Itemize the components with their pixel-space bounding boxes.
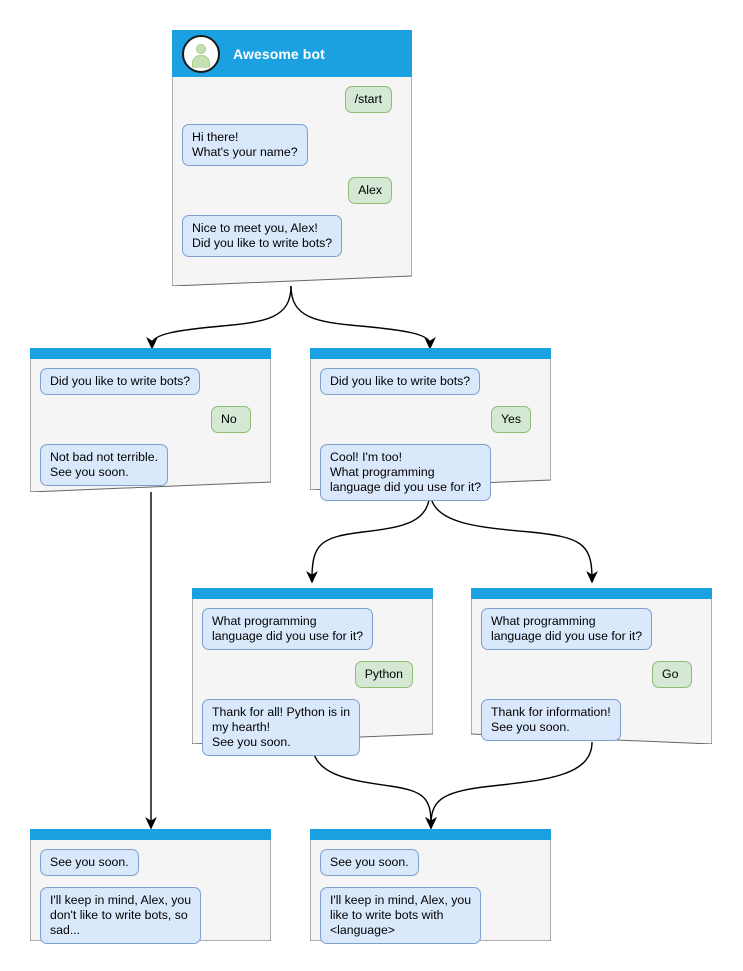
bot-bubble[interactable]: See you soon. — [320, 849, 419, 876]
bot-bubble[interactable]: Did you like to write bots? — [40, 368, 201, 395]
user-bubble[interactable]: /start — [344, 86, 392, 113]
bot-bubble[interactable]: Did you like to write bots? — [320, 368, 481, 395]
chat-area: What programming language did you use fo… — [471, 599, 712, 752]
chat-area: See you soon. I'll keep in mind, Alex, y… — [30, 840, 271, 955]
user-bubble[interactable]: No — [211, 406, 251, 433]
message-row: See you soon. — [320, 849, 541, 876]
chat-area: /start Hi there! What's your name? Alex … — [172, 77, 412, 268]
bot-bubble[interactable]: See you soon. — [40, 849, 139, 876]
message-row: Alex — [182, 177, 402, 204]
node-header-bar — [192, 588, 433, 599]
edge-start-to-no — [146, 285, 292, 350]
user-bubble[interactable]: Alex — [348, 177, 392, 204]
bot-bubble[interactable]: What programming language did you use fo… — [202, 608, 374, 650]
bot-bubble[interactable]: What programming language did you use fo… — [481, 608, 653, 650]
chat-node-answer-no[interactable]: Did you like to write bots? No Not bad n… — [30, 348, 271, 492]
bot-bubble[interactable]: Not bad not terrible. See you soon. — [40, 444, 169, 486]
chat-node-answer-yes[interactable]: Did you like to write bots? Yes Cool! I'… — [310, 348, 551, 501]
message-row: Cool! I'm too! What programming language… — [320, 444, 541, 501]
edge-go-to-end-happy — [425, 741, 593, 830]
bot-bubble[interactable]: Thank for all! Python is in my hearth! S… — [202, 699, 361, 756]
edge-start-to-yes — [290, 285, 436, 350]
message-row: Hi there! What's your name? — [182, 124, 402, 166]
bot-bubble[interactable]: Nice to meet you, Alex! Did you like to … — [182, 215, 343, 257]
node-header-bar — [30, 348, 271, 359]
chat-area: Did you like to write bots? Yes Cool! I'… — [310, 359, 551, 512]
chat-node-start[interactable]: Awesome bot /start Hi there! What's your… — [172, 30, 412, 286]
chat-node-end-sad[interactable]: See you soon. I'll keep in mind, Alex, y… — [30, 829, 271, 944]
user-avatar-icon — [182, 34, 220, 73]
node-header-bar — [471, 588, 712, 599]
user-bubble[interactable]: Go — [652, 661, 692, 688]
bot-bubble[interactable]: I'll keep in mind, Alex, you don't like … — [40, 887, 202, 944]
node-header-bar — [30, 829, 271, 840]
message-row: Thank for all! Python is in my hearth! S… — [202, 699, 423, 756]
message-row: Did you like to write bots? — [40, 368, 261, 395]
chat-area: Did you like to write bots? No Not bad n… — [30, 359, 271, 497]
bot-bubble[interactable]: I'll keep in mind, Alex, you like to wri… — [320, 887, 482, 944]
message-row: Thank for information! See you soon. — [481, 699, 702, 741]
node-header-bar — [310, 348, 551, 359]
bot-bubble[interactable]: Cool! I'm too! What programming language… — [320, 444, 492, 501]
message-row: /start — [182, 86, 402, 113]
node-header-bar — [310, 829, 551, 840]
message-row: I'll keep in mind, Alex, you like to wri… — [320, 887, 541, 944]
user-bubble[interactable]: Yes — [490, 406, 531, 433]
chat-node-lang-python[interactable]: What programming language did you use fo… — [192, 588, 433, 756]
message-row: Python — [202, 661, 423, 688]
node-header-bar: Awesome bot — [172, 30, 412, 77]
message-row: Not bad not terrible. See you soon. — [40, 444, 261, 486]
message-row: Nice to meet you, Alex! Did you like to … — [182, 215, 402, 257]
user-bubble[interactable]: Python — [354, 661, 413, 688]
message-row: Go — [481, 661, 702, 688]
message-row: Yes — [320, 406, 541, 433]
bot-bubble[interactable]: Hi there! What's your name? — [182, 124, 308, 166]
message-row: Did you like to write bots? — [320, 368, 541, 395]
message-row: See you soon. — [40, 849, 261, 876]
message-row: No — [40, 406, 261, 433]
chat-area: What programming language did you use fo… — [192, 599, 433, 767]
message-row: What programming language did you use fo… — [202, 608, 423, 650]
chat-node-lang-go[interactable]: What programming language did you use fo… — [471, 588, 712, 744]
chat-area: See you soon. I'll keep in mind, Alex, y… — [310, 840, 551, 955]
chat-node-end-happy[interactable]: See you soon. I'll keep in mind, Alex, y… — [310, 829, 551, 944]
bot-bubble[interactable]: Thank for information! See you soon. — [481, 699, 621, 741]
message-row: I'll keep in mind, Alex, you don't like … — [40, 887, 261, 944]
bot-title: Awesome bot — [233, 45, 325, 62]
message-row: What programming language did you use fo… — [481, 608, 702, 650]
